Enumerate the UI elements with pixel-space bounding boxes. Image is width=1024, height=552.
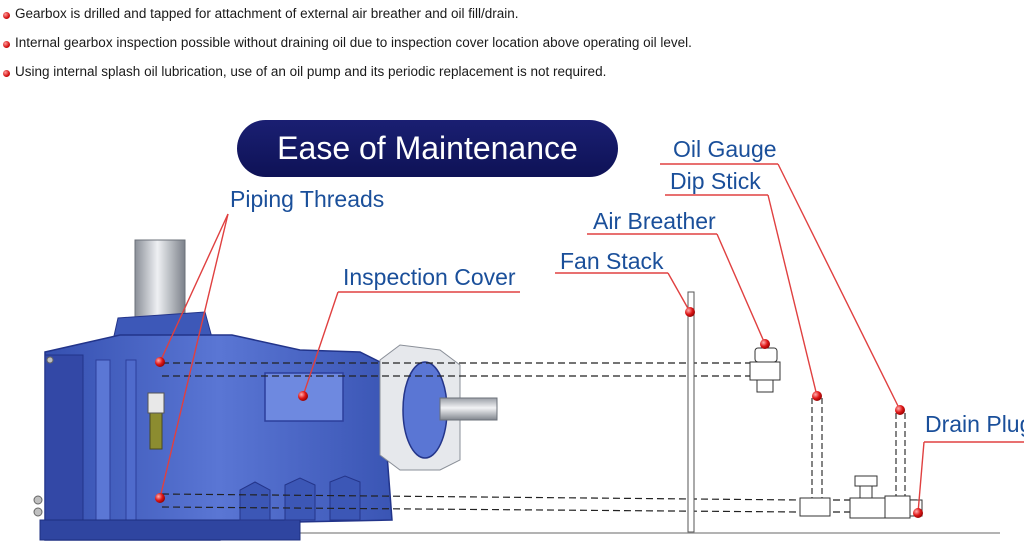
bullet-dot-icon [3, 70, 10, 77]
inspection-cover-label: Inspection Cover [343, 264, 516, 290]
dip-stick-marker [812, 391, 822, 401]
fan-stack-pole [687, 291, 695, 533]
fan-stack-marker [685, 307, 695, 317]
drain-plug-marker [913, 508, 923, 518]
marker-dots [155, 307, 923, 518]
bullet-text: Gearbox is drilled and tapped for attach… [15, 6, 519, 21]
inspection-cover-marker [298, 391, 308, 401]
dip-stick-tube [811, 398, 823, 500]
oil-gauge-label: Oil Gauge [673, 136, 777, 162]
upper-piping [162, 362, 750, 377]
air-breather [749, 347, 781, 393]
gearbox-body [33, 239, 393, 541]
air-breather-marker [760, 339, 770, 349]
air-breather-label: Air Breather [593, 208, 716, 234]
bullet-dot-icon [3, 12, 10, 19]
input-shaft [134, 239, 186, 321]
dip-stick-label: Dip Stick [670, 168, 761, 194]
output-shaft-assembly [379, 344, 498, 471]
diagram-title: Ease of Maintenance [237, 120, 618, 177]
piping-thread-upper-marker [155, 357, 165, 367]
drain-plug-label: Drain Plug [925, 411, 1024, 437]
bullet-text: Using internal splash oil lubrication, u… [15, 64, 607, 79]
bullet-dot-icon [3, 41, 10, 48]
drain-valve [799, 475, 923, 519]
oil-gauge-marker [895, 405, 905, 415]
bullet-text: Internal gearbox inspection possible wit… [15, 35, 692, 50]
oil-gauge-tube [895, 413, 906, 498]
piping-thread-lower-marker [155, 493, 165, 503]
leader-lines [159, 163, 1024, 514]
fan-stack-label: Fan Stack [560, 248, 664, 274]
piping-threads-label: Piping Threads [230, 186, 385, 212]
